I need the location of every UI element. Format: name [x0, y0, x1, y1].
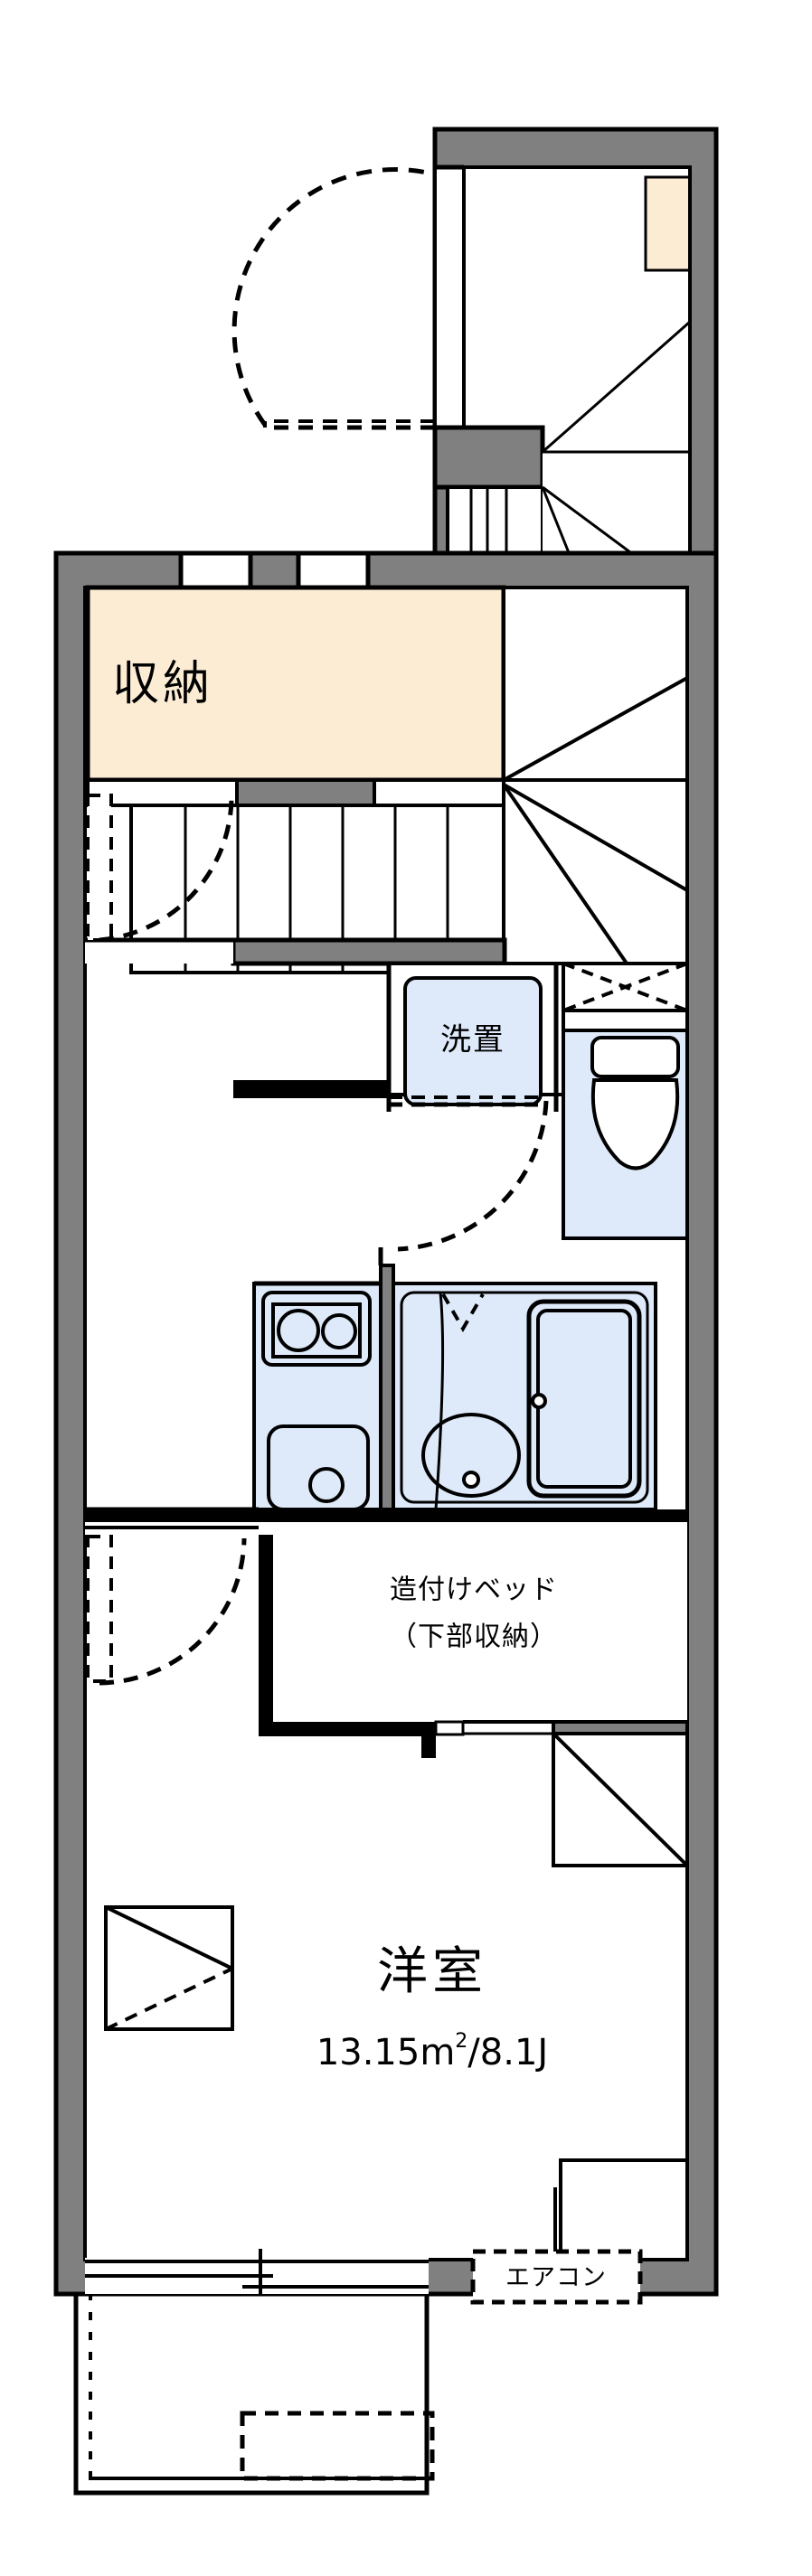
area-number: 13.15m — [316, 2032, 455, 2073]
closet-door-upper-left — [86, 794, 234, 943]
builtin-bed-label-1: 造付けベッド — [390, 1575, 558, 1606]
balcony-inner-outline — [89, 2294, 427, 2480]
window-north-1 — [178, 550, 253, 590]
bottom-right-fixture-body — [559, 2158, 689, 2261]
toilet-door-arc — [397, 1100, 549, 1252]
closet-door-leaf-mid — [86, 1535, 113, 1683]
bathtub-drain — [531, 1393, 547, 1409]
storage-door-band — [86, 778, 505, 807]
burner-left — [277, 1309, 320, 1352]
bed-zone-top-wall — [85, 1509, 687, 1522]
bath-counter-edge — [434, 1292, 445, 1510]
left-fixture-diagonal-top — [105, 1905, 233, 1970]
main-staircase-winders — [502, 586, 689, 974]
closet-door-arc-upper — [99, 798, 234, 943]
burner-right — [321, 1313, 357, 1349]
washer-pan — [403, 976, 543, 1106]
bed-base-wall — [259, 1722, 421, 1736]
left-fixture-diagonal-bottom — [105, 1967, 233, 2031]
closet-door-mid-left — [85, 1507, 259, 1686]
builtin-bed-area — [259, 1535, 687, 1734]
bottom-right-fixture — [559, 2158, 689, 2261]
hall-open-left — [85, 940, 233, 964]
toilet-overhead-shelf — [562, 962, 689, 1012]
aircon-marker: エアコン — [470, 2187, 643, 2305]
bathtub-inner — [536, 1309, 632, 1489]
kitchen-counter — [252, 1281, 382, 1511]
bed-zone-left-wall — [259, 1535, 273, 1734]
bed-zone-top-gap — [85, 1522, 687, 1535]
right-closet-diagonal — [552, 1732, 689, 1867]
bath-door-marks — [441, 1293, 485, 1332]
area-superscript: 2 — [455, 2030, 467, 2053]
south-window — [85, 2249, 429, 2294]
unit-bath — [392, 1282, 657, 1511]
toilet-tank — [590, 1036, 680, 1078]
builtin-bed-label-2: （下部収納） — [390, 1622, 558, 1653]
main-floor-plan: 収納 — [53, 550, 719, 2305]
closet-door-leaf-upper — [86, 794, 113, 942]
balcony-dashed-zone — [240, 2411, 435, 2481]
right-closet — [463, 1720, 689, 1867]
entry-door-opening — [435, 167, 464, 428]
western-room-area: 13.15m2/8.1J — [316, 2030, 548, 2073]
shoe-cabinet — [644, 175, 692, 272]
aircon-label: エアコン — [505, 2264, 607, 2292]
balcony-outline — [73, 2294, 430, 2496]
storage-room — [85, 585, 506, 783]
entrance-door-swing-arc — [231, 167, 436, 427]
closet-door-arc-mid — [99, 1537, 247, 1686]
hall-wall-under-stair — [231, 937, 507, 966]
left-wall-fixture — [104, 1905, 234, 2031]
hall-kitchen-divider — [233, 1080, 389, 1098]
kitchen-sink-drain — [308, 1467, 345, 1503]
bed-base-wall-corner — [421, 1722, 436, 1758]
washbasin — [421, 1413, 521, 1498]
washer-label: 洗置 — [440, 1022, 505, 1058]
north-windows — [178, 550, 371, 590]
toilet-bowl — [590, 1078, 680, 1170]
left-fixture-body — [104, 1905, 234, 2031]
storage-label: 収納 — [112, 657, 213, 711]
washbasin-drain — [462, 1471, 480, 1489]
kitchen-bath-divider — [379, 1264, 395, 1511]
toilet-fixture — [590, 1036, 680, 1170]
area-tail: /8.1J — [467, 2032, 548, 2073]
balcony — [73, 2294, 435, 2496]
entry-stair-wall-stub — [432, 425, 545, 490]
bed-base-gap — [434, 1720, 465, 1736]
toilet-door — [389, 1095, 549, 1252]
window-north-2 — [296, 550, 371, 590]
western-room-label: 洋室 — [377, 1942, 487, 2001]
